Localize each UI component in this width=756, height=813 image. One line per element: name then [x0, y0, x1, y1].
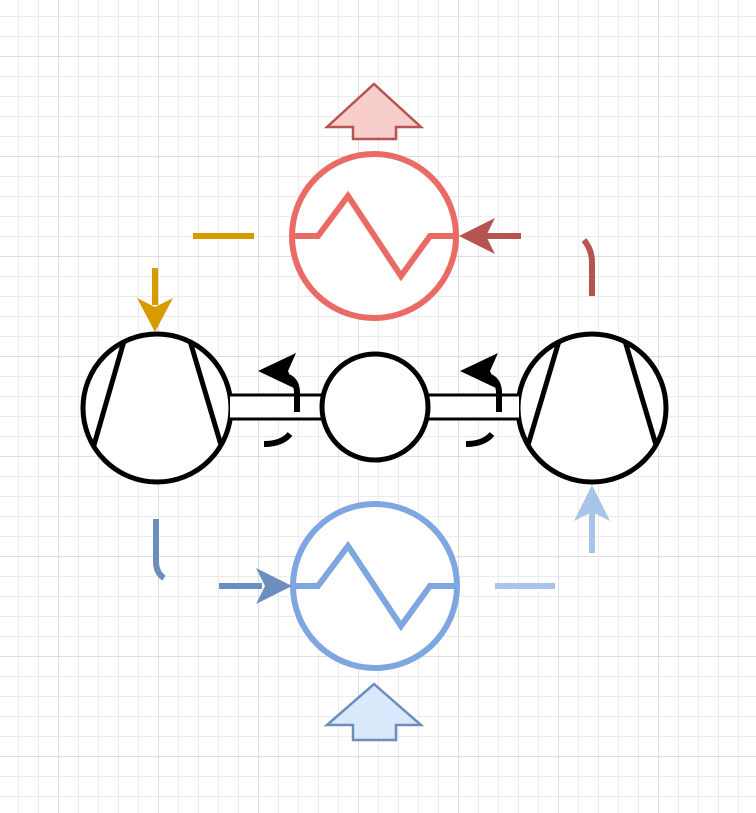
left-rotation-indicator: [258, 353, 301, 447]
discharge-pipe-segment: [581, 238, 595, 296]
rotation-arrow-icon: [460, 353, 498, 389]
expansion-pipe-segment: [153, 519, 166, 581]
right-compressor: [515, 331, 669, 485]
right-compressor-blade-right: [622, 340, 659, 446]
condenser-inlet-arrow: [459, 218, 521, 254]
heat-out-arrow-icon: [323, 82, 425, 141]
right-shaft: [427, 393, 519, 421]
right-compressor-blade-left: [525, 340, 562, 446]
right-rotation-indicator: [460, 353, 503, 447]
condenser-coil: [292, 190, 456, 282]
evaporator-inlet-arrow: [219, 568, 292, 604]
flow-arrow-icon: [574, 485, 610, 521]
flow-arrow-icon: [256, 568, 292, 604]
left-compressor-blade-right: [187, 340, 224, 446]
left-compressor: [80, 331, 234, 485]
evaporator-heat-exchanger: [290, 501, 460, 671]
flow-arrow-icon: [459, 218, 495, 254]
center-motor: [319, 351, 431, 463]
condenser-heat-exchanger: [289, 151, 459, 321]
rotation-arrow-icon: [258, 353, 296, 389]
flow-arrow-icon: [137, 298, 173, 332]
right-compressor-inlet-arrow: [574, 485, 610, 553]
left-compressor-inlet-arrow: [137, 268, 173, 332]
heat-in-arrow-icon: [323, 682, 425, 742]
left-compressor-blade-left: [91, 340, 127, 446]
left-shaft: [230, 393, 324, 421]
evaporator-coil: [293, 540, 457, 632]
